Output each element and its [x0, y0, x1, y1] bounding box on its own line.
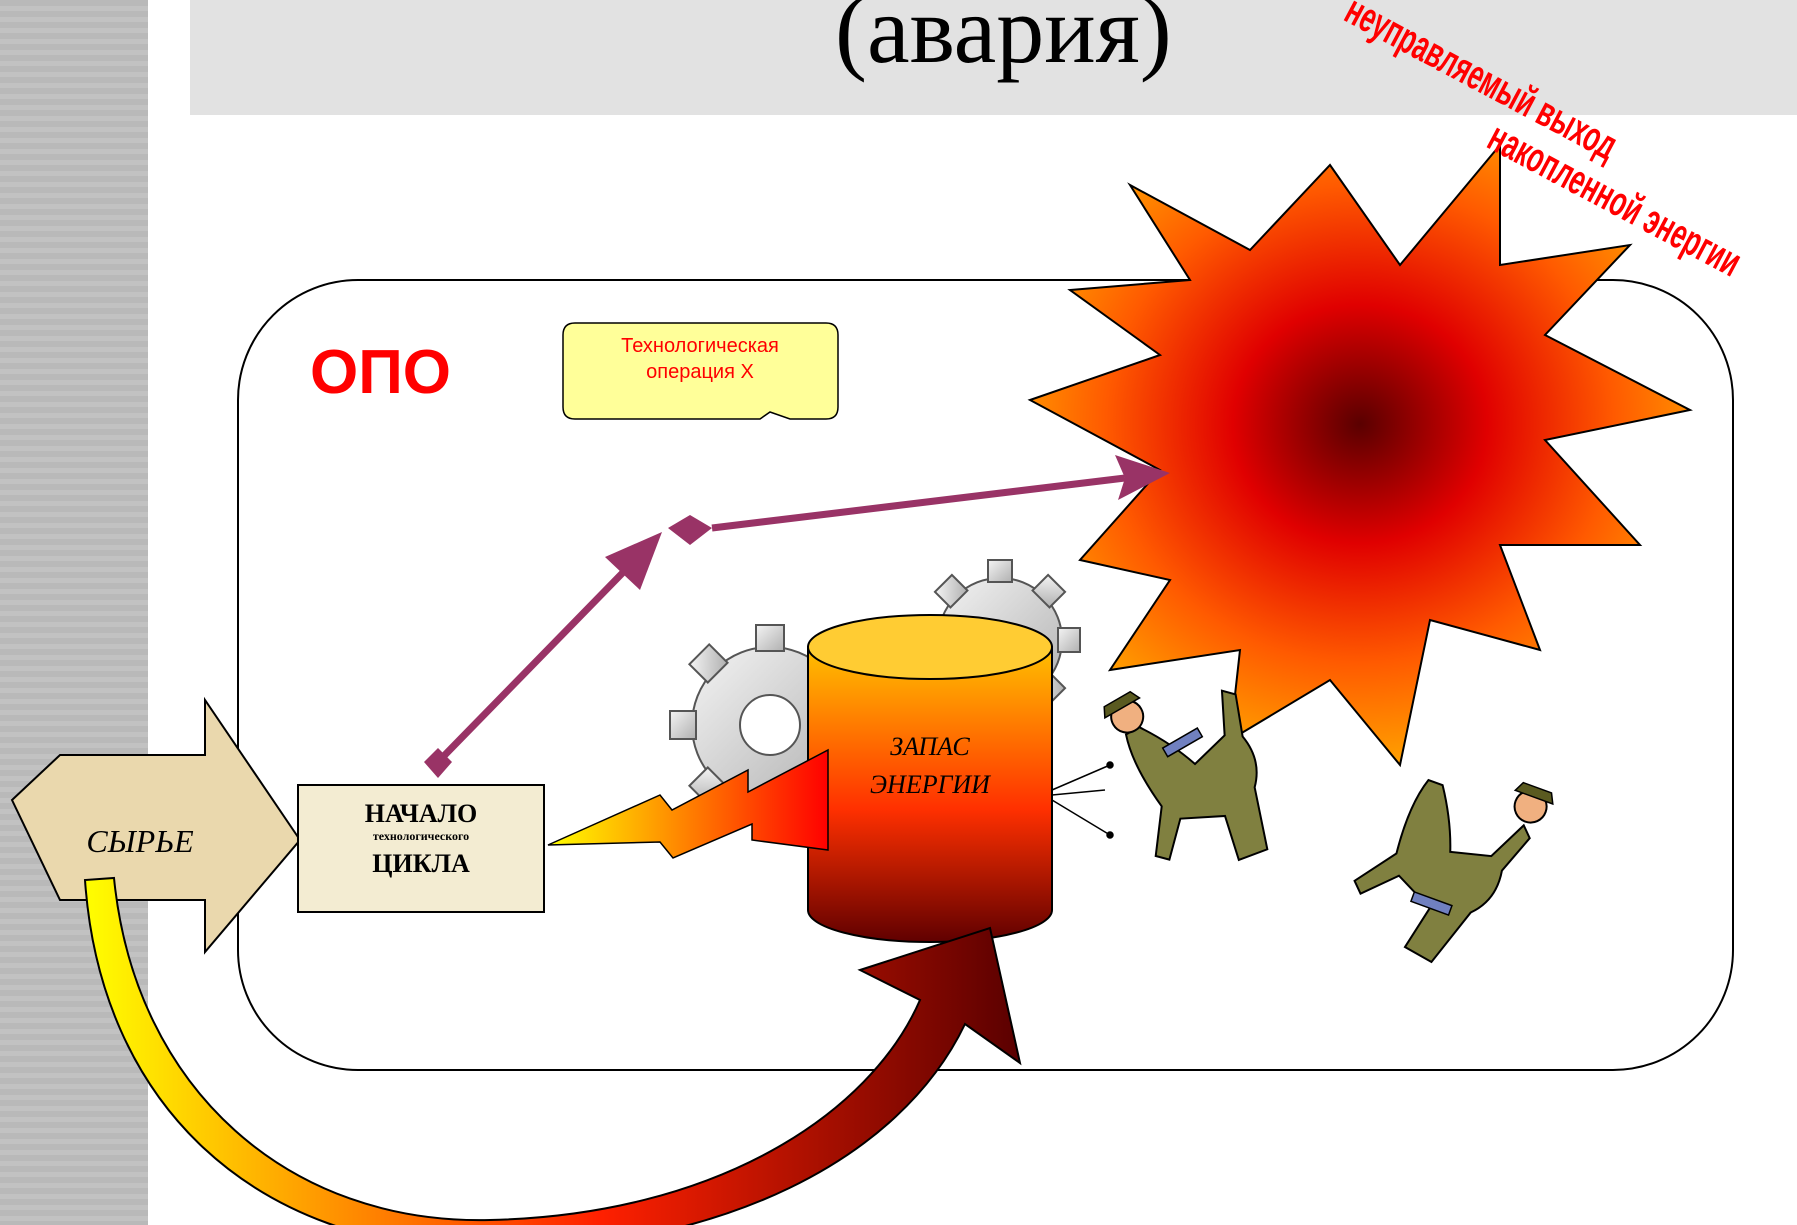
- worker-figure-2-icon: [1353, 778, 1554, 964]
- start-cycle-box: [297, 784, 545, 913]
- energy-storage-cylinder: [807, 614, 1053, 943]
- opo-label: ОПО: [310, 338, 451, 407]
- raw-material-label: СЫРЬЕ: [86, 823, 194, 859]
- callout-line2: операция Х: [646, 361, 754, 383]
- page-title: (авария): [835, 0, 1172, 83]
- worker-connector-lines: [1051, 761, 1114, 839]
- energy-lightning-bolt: [547, 748, 829, 859]
- worker-figure-1-icon: [1103, 689, 1269, 862]
- process-arrow-segment-1: [435, 552, 643, 765]
- start-label-line1: НАЧАЛО: [365, 799, 478, 828]
- process-diamond-mid: [668, 515, 712, 545]
- energy-label-line2: ЭНЕРГИИ: [870, 770, 991, 799]
- energy-label-line1: ЗАПАС: [890, 732, 970, 761]
- title-band: [190, 0, 1797, 115]
- feed-curved-arrow: [83, 876, 1022, 1225]
- explosion-caption-line1: неуправляемый выход: [1338, 0, 1626, 169]
- callout-line1: Технологическая: [621, 335, 779, 357]
- process-arrow-head-1: [605, 532, 662, 590]
- callout-tech-operation: [562, 322, 839, 420]
- process-diamond-start: [424, 748, 452, 778]
- process-arrow-head-2: [1115, 455, 1170, 500]
- process-arrow-segment-2: [711, 474, 1126, 532]
- explosion-burst: [1027, 142, 1693, 768]
- start-label-line2: технологического: [373, 829, 469, 843]
- start-label-line3: ЦИКЛА: [372, 849, 470, 878]
